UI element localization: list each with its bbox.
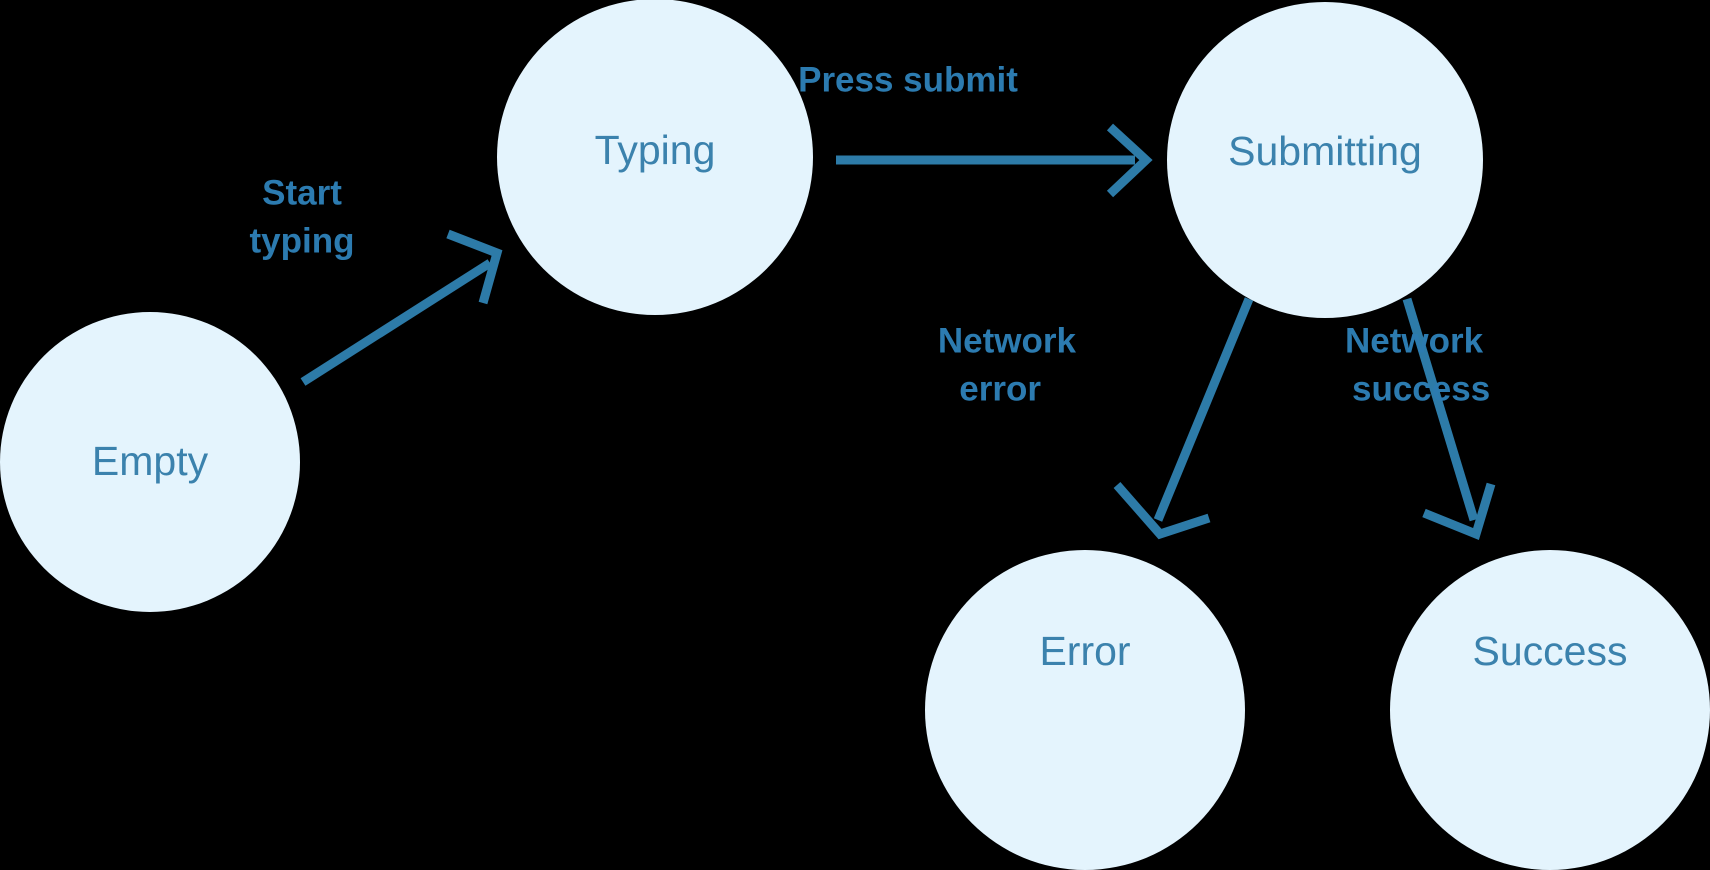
edge-typing-to-submitting (836, 123, 1153, 198)
edge-label-network-error-line1: Network (938, 321, 1077, 360)
node-label-typing: Typing (595, 127, 716, 173)
edge-label-network-success-line1: Network (1345, 321, 1484, 360)
node-empty[interactable]: Empty (0, 312, 300, 612)
edge-line-submitting-to-error (1153, 297, 1254, 522)
node-submitting[interactable]: Submitting (1167, 2, 1483, 318)
node-typing[interactable]: Typing (497, 0, 813, 315)
node-label-error: Error (1039, 628, 1130, 674)
node-label-submitting: Submitting (1228, 128, 1422, 174)
node-success[interactable]: Success (1390, 550, 1710, 870)
edge-label-network-success-line2: success (1352, 369, 1490, 408)
node-circle-empty[interactable] (0, 312, 300, 612)
arrowhead-empty-to-typing (446, 229, 503, 305)
edge-label-start-typing: Start typing (250, 173, 355, 260)
node-circle-success[interactable] (1390, 550, 1710, 870)
edge-label-network-error: Network error (938, 321, 1077, 408)
edge-submitting-to-error (1113, 297, 1254, 540)
node-circle-error[interactable] (925, 550, 1245, 870)
edge-label-start-typing-line1: Start (262, 173, 342, 212)
edge-label-press-submit: Press submit (798, 60, 1018, 99)
arrowhead-submitting-to-error (1113, 482, 1211, 540)
edge-line-empty-to-typing (300, 259, 493, 386)
arrowhead-submitting-to-success (1422, 482, 1496, 541)
edge-line-submitting-to-success (1402, 297, 1479, 522)
node-label-empty: Empty (92, 438, 209, 484)
edge-submitting-to-success (1402, 297, 1496, 541)
edge-empty-to-typing (300, 229, 503, 386)
edge-label-start-typing-line2: typing (250, 221, 355, 260)
arrowhead-typing-to-submitting (1106, 123, 1153, 198)
edge-label-network-error-line2: error (959, 369, 1041, 408)
node-error[interactable]: Error (925, 550, 1245, 870)
edge-label-press-submit-line1: Press submit (798, 60, 1018, 99)
edge-label-network-success: Network success (1345, 321, 1490, 408)
node-label-success: Success (1473, 628, 1628, 674)
node-circle-submitting[interactable] (1167, 2, 1483, 318)
node-circle-typing[interactable] (497, 0, 813, 315)
